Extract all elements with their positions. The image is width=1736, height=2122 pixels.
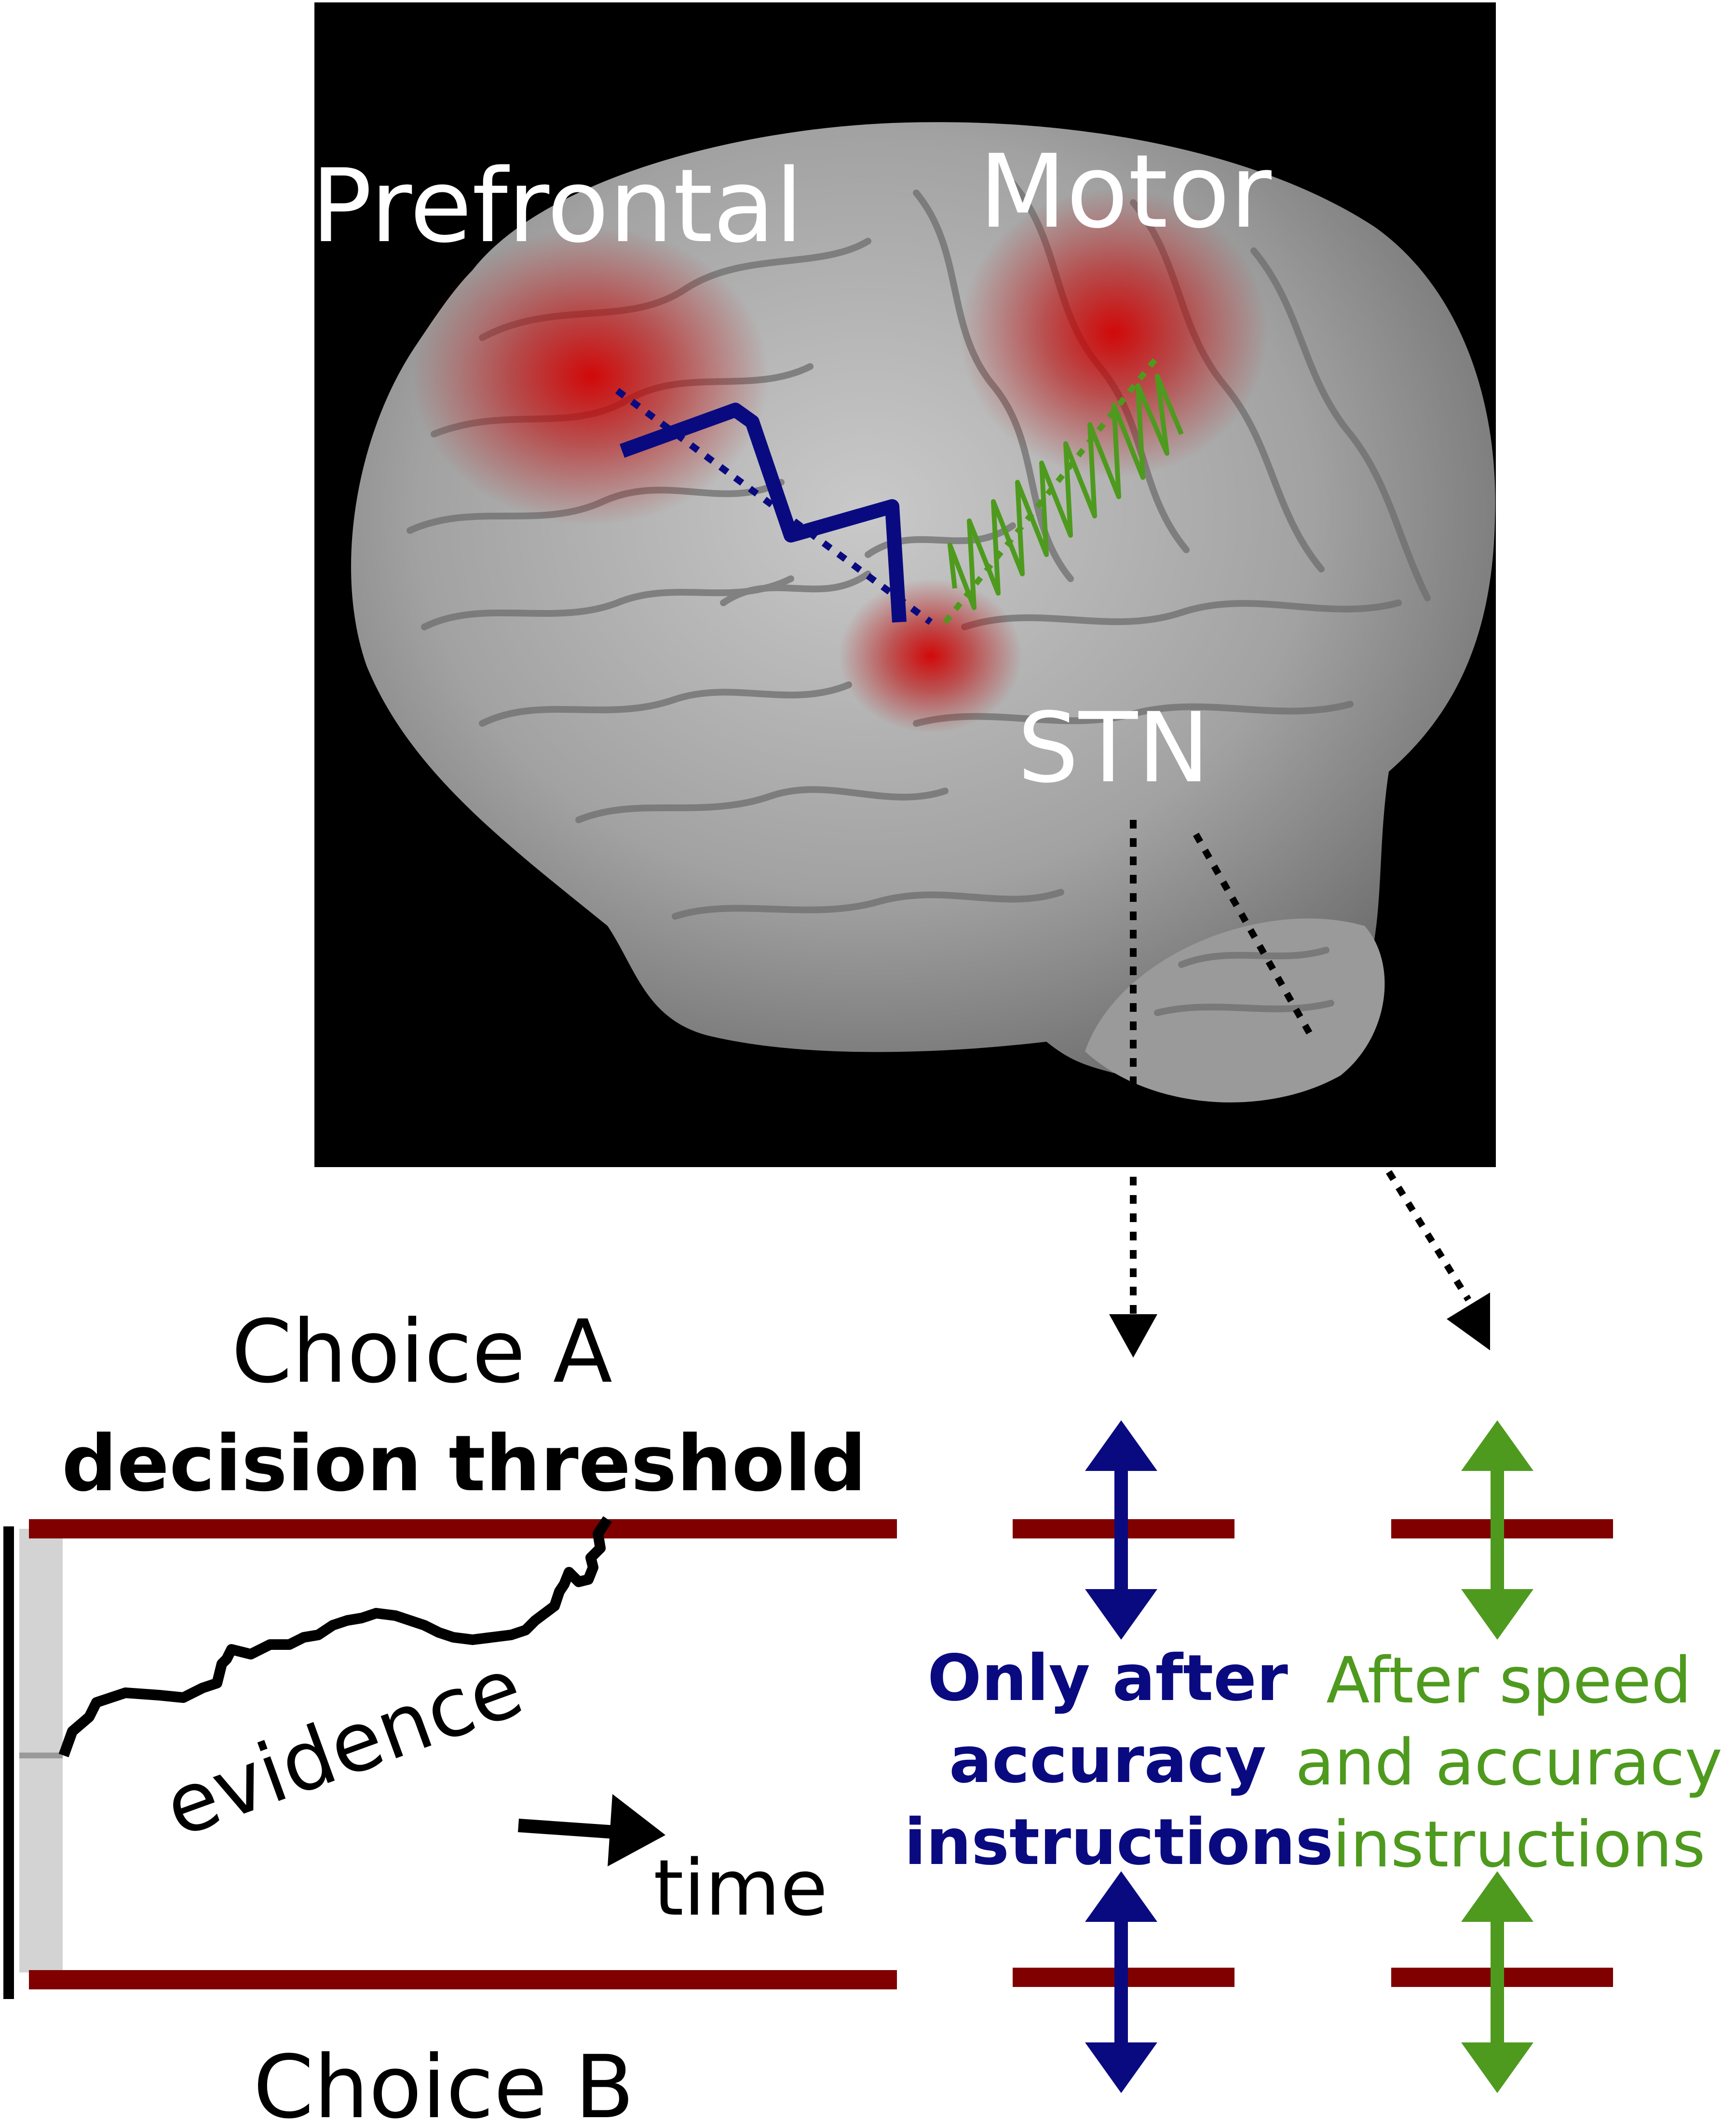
speed-lower-arrow-up-head bbox=[1461, 1871, 1533, 1922]
accuracy-lower-arrow-down-head bbox=[1085, 2042, 1157, 2093]
accuracy-lower-arrow-up-head bbox=[1085, 1871, 1157, 1922]
accuracy-upper-arrow-down-head bbox=[1085, 1589, 1157, 1640]
accuracy-only-line-3: instructions bbox=[904, 1805, 1333, 1879]
prefrontal-stn-wave bbox=[619, 403, 907, 623]
choice-b-label: Choice B bbox=[253, 2037, 634, 2122]
dotted-arrow-left-head bbox=[1109, 1314, 1157, 1358]
speed-and-accuracy-line-1: After speed bbox=[1326, 1644, 1692, 1718]
motor-stn-wave bbox=[948, 374, 1184, 610]
speed-lower-arrow-down-head bbox=[1461, 2042, 1533, 2093]
accuracy-only-line-2: accuracy bbox=[949, 1723, 1266, 1797]
speed-upper-arrow-down-head bbox=[1461, 1589, 1533, 1640]
speed-and-accuracy-line-3: instructions bbox=[1333, 1808, 1706, 1882]
time-arrow-head bbox=[608, 1794, 665, 1866]
evidence-trace bbox=[58, 1516, 612, 1757]
prefrontal-activation bbox=[412, 227, 769, 526]
speed-upper-arrow-up-head bbox=[1461, 1420, 1533, 1471]
stn-activation bbox=[839, 579, 1022, 733]
dotted-arrow-right-head bbox=[1447, 1292, 1490, 1350]
accuracy-upper-arrow-up-head bbox=[1085, 1420, 1157, 1471]
evidence-label: evidence bbox=[152, 1639, 534, 1856]
speed-and-accuracy-panel: After speed and accuracy instructions bbox=[1295, 1420, 1736, 2093]
motor-label: Motor bbox=[979, 133, 1272, 251]
choice-a-label: Choice A bbox=[231, 1302, 612, 1402]
speed-and-accuracy-line-2: and accuracy bbox=[1295, 1726, 1722, 1800]
start-point-band bbox=[19, 1529, 63, 1972]
dotted-arrow-right-shaft bbox=[1386, 1170, 1471, 1302]
motor-activation bbox=[960, 188, 1268, 477]
stn-pointer-arrows bbox=[1109, 1170, 1490, 1358]
accuracy-only-text: Only after accuracy instructions bbox=[904, 1641, 1333, 1879]
brain-panel: Prefrontal Motor STN bbox=[311, 2, 1496, 1167]
time-label: time bbox=[653, 1843, 827, 1933]
time-arrow-shaft bbox=[518, 1819, 623, 1839]
decision-model: Choice A decision threshold evidence tim… bbox=[3, 1302, 897, 2122]
decision-threshold-label: decision threshold bbox=[62, 1418, 867, 1509]
prefrontal-label: Prefrontal bbox=[311, 147, 803, 265]
accuracy-only-panel: Only after accuracy instructions bbox=[904, 1420, 1333, 2093]
stn-label: STN bbox=[1017, 692, 1210, 804]
speed-and-accuracy-text: After speed and accuracy instructions bbox=[1295, 1644, 1736, 1882]
accuracy-only-line-1: Only after bbox=[927, 1641, 1288, 1715]
stn-dotted-line-right bbox=[1193, 832, 1315, 1039]
